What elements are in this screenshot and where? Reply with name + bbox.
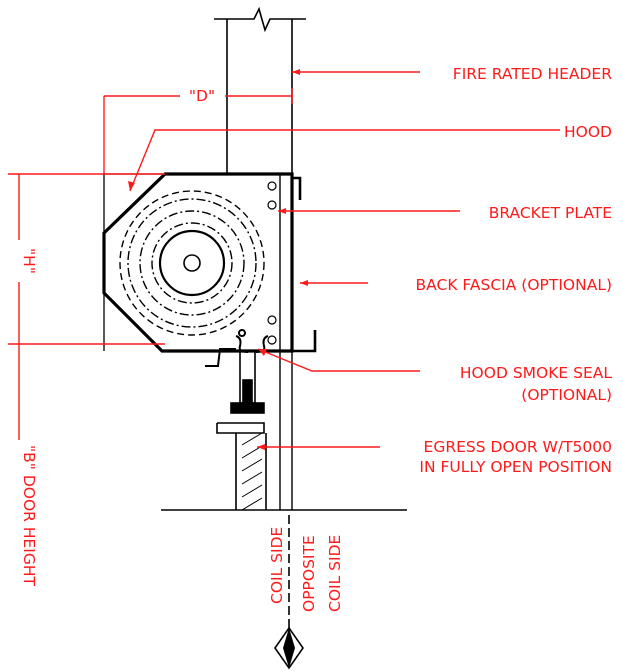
dimension-d-label: "D" [189,87,215,105]
callout-fire-rated-header: FIRE RATED HEADER [453,65,612,83]
callout-egress-door-position: IN FULLY OPEN POSITION [419,458,612,476]
callout-hood-smoke-seal: HOOD SMOKE SEAL [460,364,612,382]
dimension-b-label: "B" DOOR HEIGHT [20,445,38,587]
dimension-h-label: "H" [20,248,38,274]
coil-barrel [119,190,265,336]
opposite-coil-side-label-line1: OPPOSITE [300,535,318,612]
callout-egress-door: EGRESS DOOR W/T5000 [424,438,612,456]
callout-hood: HOOD [564,123,612,141]
hood-smoke-seal [205,329,269,367]
leader-lines [129,71,560,448]
back-fascia [292,176,302,200]
callout-bracket-plate: BRACKET PLATE [489,204,612,222]
bracket-plate [267,174,293,510]
back-fascia-lower [292,330,317,353]
coil-side-label: COIL SIDE [268,527,286,604]
dimension-d [103,88,293,174]
callout-hood-smoke-seal-optional: (OPTIONAL) [521,386,612,404]
door-curtain [216,350,267,510]
callout-back-fascia: BACK FASCIA (OPTIONAL) [416,276,612,294]
leader-arrowheads [128,69,308,450]
break-mark-icon [214,6,306,33]
dimension-h [8,173,165,345]
door-hatching [241,432,263,511]
opposite-coil-side-label-line2: COIL SIDE [326,535,344,612]
centerline-diamond-icon [274,626,304,670]
